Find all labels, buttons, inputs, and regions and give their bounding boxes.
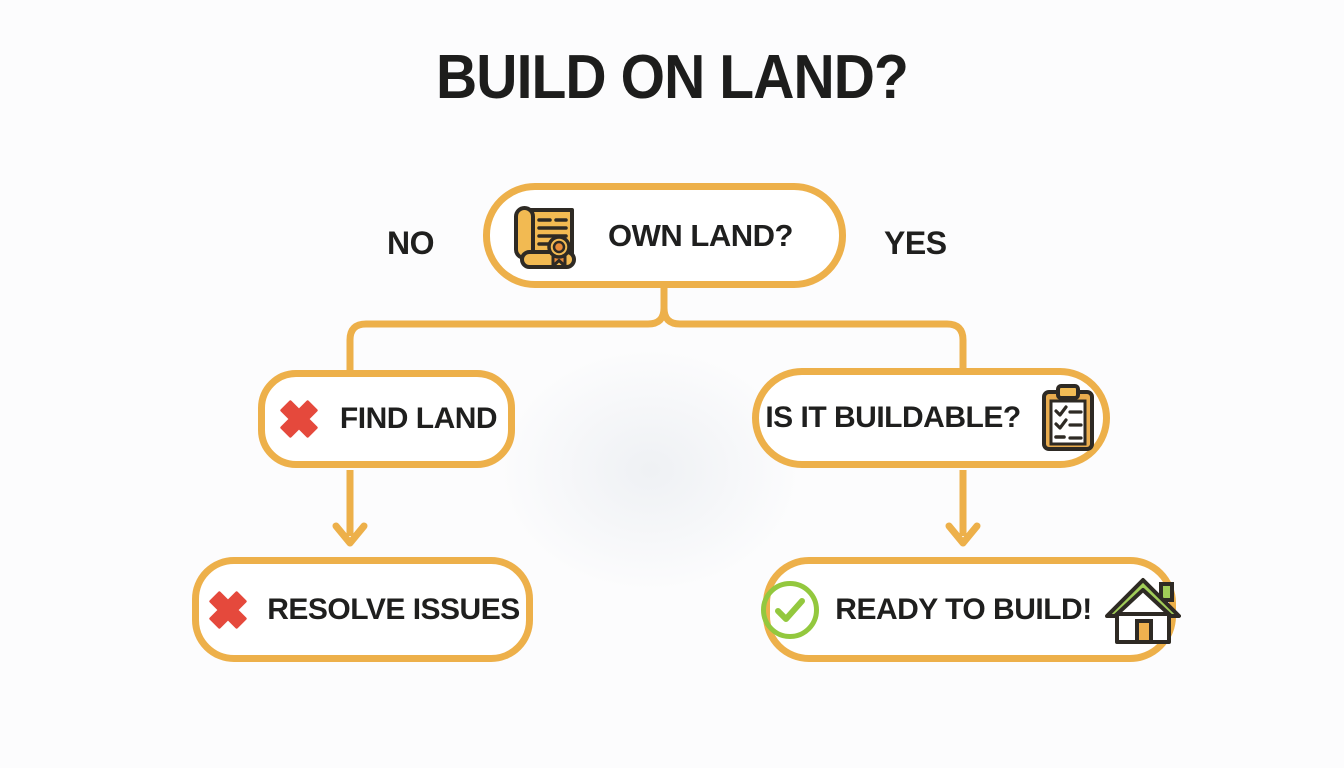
connector-root-to-left [346,288,668,372]
node-resolve-issues: RESOLVE ISSUES [192,557,533,662]
deed-scroll-icon [508,200,588,272]
clipboard-checklist-icon [1039,383,1097,453]
node-is-it-buildable: IS IT BUILDABLE? [752,368,1110,468]
house-icon [1104,574,1181,646]
check-circle-icon [758,578,822,642]
node-label-find-land: FIND LAND [339,402,498,435]
branch-label-no: NO [387,225,435,261]
node-ready-to-build: READY TO BUILD! [761,557,1181,662]
decision-node-own-land: OWN LAND? [483,183,846,288]
arrow-down-left [332,470,368,547]
arrow-down-right [945,470,981,547]
page-title: BUILD ON LAND? [436,43,909,112]
branch-label-yes: YES [884,225,947,261]
node-label-resolve-issues: RESOLVE ISSUES [267,592,520,626]
node-label-own-land: OWN LAND? [608,217,793,253]
node-label-is-it-buildable: IS IT BUILDABLE? [765,401,1021,434]
node-find-land: FIND LAND [258,370,515,468]
connector-root-to-right [660,288,967,370]
x-mark-icon [276,396,322,442]
x-mark-icon [205,587,251,633]
node-label-ready-to-build: READY TO BUILD! [835,592,1092,626]
